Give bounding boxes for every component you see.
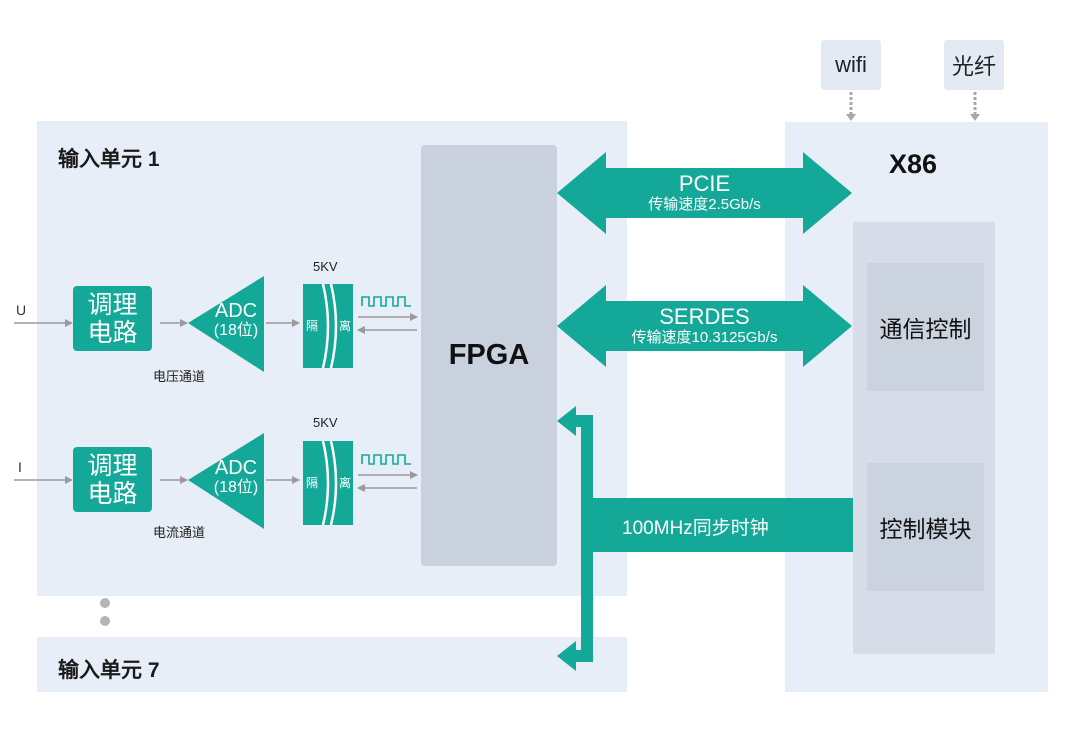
input-unit-7-panel [37,637,627,692]
conditioning-line1: 调理 [87,290,138,319]
x86-title: X86 [889,149,938,179]
conditioning-line2: 电路 [87,479,138,508]
isolation-block [303,440,353,526]
clock-arrowshaft-unit7 [574,650,593,662]
isolation-left-char: 隔 [306,476,319,490]
isolation-left-char: 隔 [306,319,319,333]
adc-name: ADC [214,457,258,479]
isolation-right-char: 离 [339,319,352,333]
adc-triangle [188,433,264,529]
input-unit-1-title: 输入单元 1 [58,148,160,171]
pulse-waveform [361,296,411,307]
pcie-speed: 传输速度2.5Gb/s [648,196,761,213]
fiber-arrowhead [970,114,980,121]
conditioning-line2: 电路 [87,318,138,347]
ellipsis-dot [100,616,110,626]
clock-arrowhead-fpga [557,406,576,436]
fiber-tag: 光纤 [944,40,1004,90]
u-input-label: U [16,302,27,318]
serdes-label: SERDES 传输速度10.3125Gb/s [606,305,803,347]
i-input-label: I [18,459,22,475]
clock-arrowshaft-fpga [574,415,593,427]
clock-bar [581,498,853,552]
ellipsis-dot [100,598,110,608]
conditioning-circuit-block: 调理 电路 [73,447,152,512]
isolation-kv-label: 5KV [313,259,338,274]
isolation-block [303,283,353,369]
adc-label: ADC (18位) [206,301,266,340]
serdes-name: SERDES [659,304,750,329]
current-channel-label: 电流通道 [153,525,206,540]
pcie-label: PCIE 传输速度2.5Gb/s [606,172,803,214]
serdes-speed: 传输速度10.3125Gb/s [631,329,778,346]
fpga-block: FPGA [421,145,557,566]
wifi-tag: wifi [821,40,881,90]
voltage-channel-label: 电压通道 [153,369,206,384]
wifi-arrowhead [846,114,856,121]
adc-bits: (18位) [213,479,259,496]
sync-clock-label: 100MHz同步时钟 [622,518,769,539]
fpga-label: FPGA [448,339,530,371]
input-unit-7-title: 输入单元 7 [58,659,160,682]
control-module-block: 控制模块 [867,463,984,591]
adc-name: ADC [214,300,258,322]
serdes-arrow [557,285,852,367]
adc-triangle [188,276,264,372]
comm-control-block: 通信控制 [867,263,984,391]
pcie-name: PCIE [678,171,731,196]
conditioning-circuit-block: 调理 电路 [73,286,152,351]
pcie-arrow [557,152,852,234]
pulse-waveform [361,454,411,465]
isolation-right-char: 离 [339,476,352,490]
isolation-kv-label: 5KV [313,415,338,430]
conditioning-line1: 调理 [87,451,138,480]
adc-label: ADC (18位) [206,458,266,497]
adc-bits: (18位) [213,322,259,339]
clock-arrowhead-unit7 [557,641,576,671]
